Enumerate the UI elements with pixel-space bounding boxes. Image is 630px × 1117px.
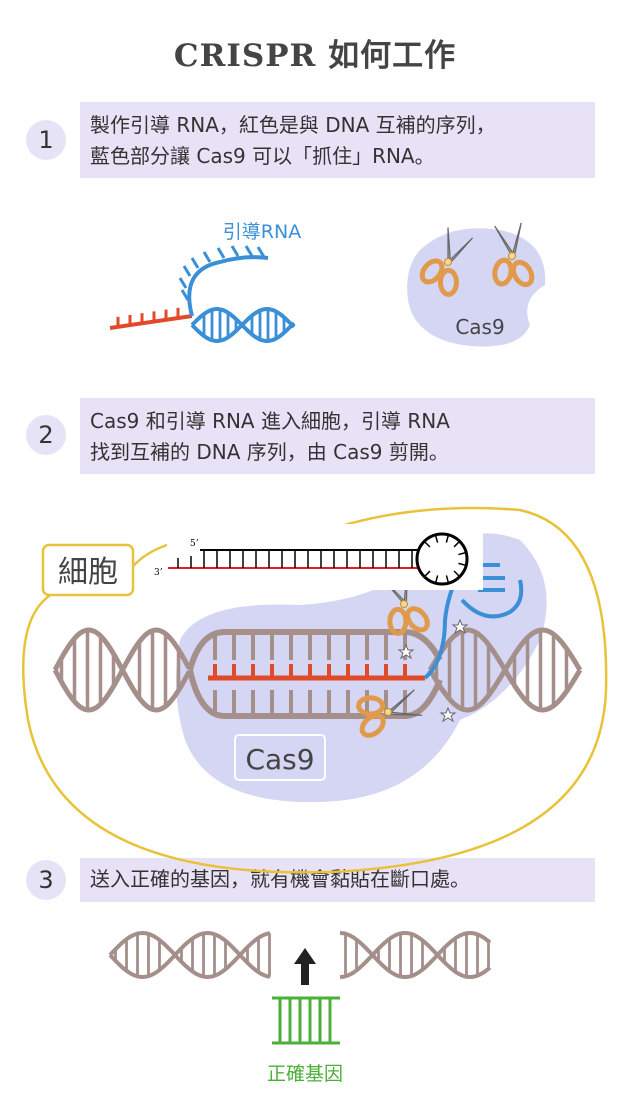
cell-label-box bbox=[41, 543, 135, 597]
spark-icon bbox=[397, 618, 469, 723]
step-3-number: 3 bbox=[26, 860, 66, 900]
correct-gene-label: 正確基因 bbox=[267, 1063, 343, 1085]
step-1-number: 1 bbox=[26, 120, 66, 160]
three-prime-label: 3’ bbox=[154, 568, 163, 578]
guide-rna-bound bbox=[208, 543, 524, 681]
step-1-box: 製作引導 RNA，紅色是與 DNA 互補的序列， 藍色部分讓 Cas9 可以「抓… bbox=[80, 102, 595, 178]
step-2-box: Cas9 和引導 RNA 進入細胞，引導 RNA 找到互補的 DNA 序列，由 … bbox=[80, 398, 595, 474]
sgrna-hairpin-diagram: 5’ 3’ bbox=[154, 524, 483, 590]
cut-dna bbox=[108, 930, 492, 980]
dna-double-helix bbox=[52, 627, 583, 719]
cell-label: 細胞 bbox=[58, 555, 118, 590]
step-2-line-1: Cas9 和引導 RNA 進入細胞，引導 RNA bbox=[90, 409, 450, 433]
guide-rna-icon bbox=[109, 245, 296, 343]
cas9-small-label: Cas9 bbox=[455, 315, 504, 339]
correct-gene-icon bbox=[272, 996, 340, 1045]
cas9-large-label: Cas9 bbox=[245, 743, 314, 776]
step-1-line-2: 藍色部分讓 Cas9 可以「抓住」RNA。 bbox=[90, 144, 435, 168]
guide-rna-label: 引導RNA bbox=[223, 221, 301, 243]
step-2-line-2: 找到互補的 DNA 序列，由 Cas9 剪開。 bbox=[90, 440, 449, 464]
five-prime-label: 5’ bbox=[190, 539, 199, 549]
dna-strand bbox=[339, 930, 492, 979]
step-2-number: 2 bbox=[26, 415, 66, 455]
dna-strand bbox=[339, 931, 492, 980]
cas9-protein-small: Cas9 bbox=[407, 217, 546, 347]
arrow-up-icon bbox=[294, 948, 316, 985]
cas9-label-box bbox=[234, 734, 326, 781]
page-title: CRISPR 如何工作 bbox=[173, 38, 457, 74]
step-1-line-1: 製作引導 RNA，紅色是與 DNA 互補的序列， bbox=[90, 113, 496, 137]
